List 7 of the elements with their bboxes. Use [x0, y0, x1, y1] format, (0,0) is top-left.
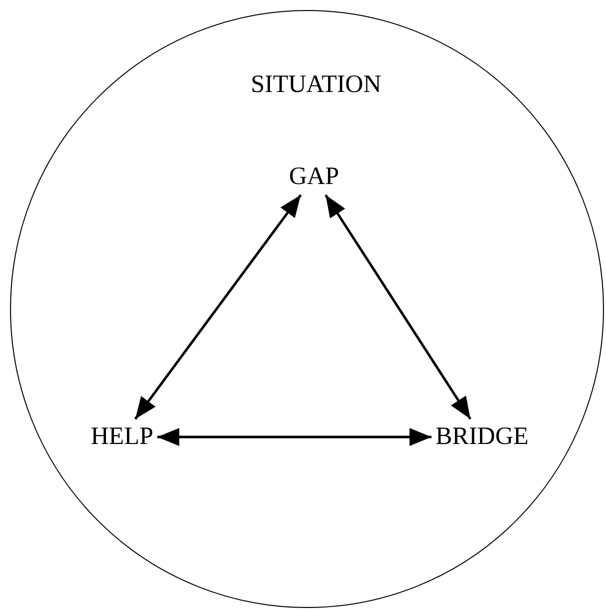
double-arrow: [157, 428, 432, 446]
node-label: HELP: [90, 423, 154, 450]
node-label: BRIDGE: [435, 423, 529, 450]
node-label: GAP: [289, 163, 339, 190]
double-arrow: [324, 194, 472, 420]
double-arrow: [134, 194, 302, 420]
heading-label: SITUATION: [250, 71, 382, 99]
